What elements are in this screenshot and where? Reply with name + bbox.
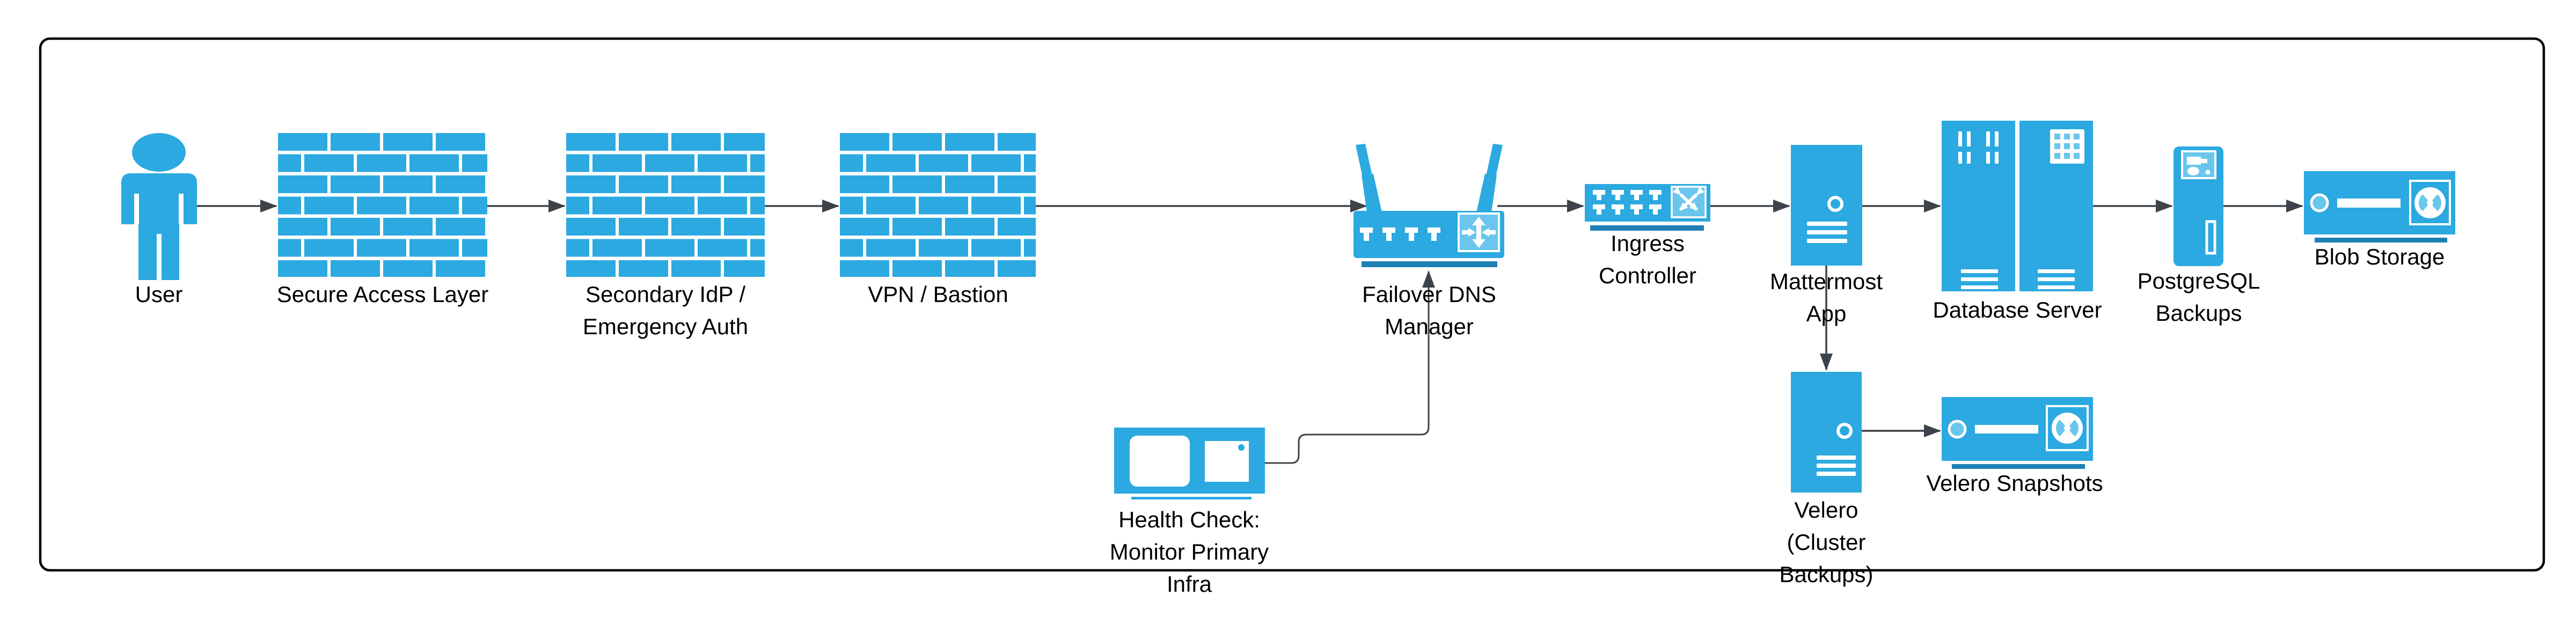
wireless-router-icon bbox=[1353, 144, 1504, 267]
node-label-health-check-3: Infra bbox=[1167, 571, 1212, 597]
node-label-velero-1: Velero bbox=[1794, 497, 1858, 523]
node-label-failover-dns-2: Manager bbox=[1385, 314, 1474, 339]
node-label-secondary-idp-1: Secondary IdP / bbox=[586, 282, 745, 307]
node-label-failover-dns-1: Failover DNS bbox=[1362, 282, 1496, 307]
node-label-mattermost-1: Mattermost bbox=[1770, 269, 1883, 294]
node-label-health-check-1: Health Check: bbox=[1118, 507, 1260, 532]
node-label-ingress-2: Controller bbox=[1599, 263, 1696, 288]
node-label-health-check-2: Monitor Primary bbox=[1110, 539, 1269, 564]
router-ports bbox=[1360, 227, 1440, 241]
node-label-user: User bbox=[135, 282, 183, 307]
node-blob-storage[interactable]: Blob Storage bbox=[2304, 171, 2455, 269]
node-database-server[interactable]: Database Server bbox=[1933, 121, 2102, 322]
diagram-edges bbox=[197, 200, 2303, 464]
node-label-blob-storage: Blob Storage bbox=[2315, 244, 2445, 269]
node-label-postgresql-2: Backups bbox=[2155, 300, 2242, 326]
node-label-database-server: Database Server bbox=[1933, 297, 2102, 322]
switch-ports bbox=[1593, 190, 1662, 215]
tower-server-icon bbox=[1791, 372, 1862, 493]
node-postgresql-backups[interactable]: PostgreSQL Backups bbox=[2138, 146, 2260, 326]
network-switch-icon bbox=[1585, 184, 1710, 231]
node-label-secondary-idp-2: Emergency Auth bbox=[583, 314, 748, 339]
edge-health-check-to-dns-manager bbox=[1265, 270, 1435, 464]
tower-server-icon bbox=[1791, 145, 1862, 266]
backup-server-icon bbox=[2174, 146, 2223, 266]
crossover-arrows-icon bbox=[1672, 187, 1705, 211]
node-label-secure-access-layer: Secure Access Layer bbox=[277, 282, 489, 307]
monitor-icon bbox=[1114, 428, 1265, 499]
node-failover-dns-manager[interactable]: Failover DNS Manager bbox=[1353, 144, 1504, 339]
firewall-icon bbox=[566, 133, 765, 277]
rack-lines bbox=[1961, 269, 2075, 289]
node-mattermost-app[interactable]: Mattermost App bbox=[1770, 145, 1883, 326]
node-user[interactable]: User bbox=[121, 133, 197, 307]
node-velero[interactable]: Velero (Cluster Backups) bbox=[1779, 372, 1874, 587]
firewall-icon bbox=[840, 133, 1036, 277]
node-label-postgresql-1: PostgreSQL bbox=[2138, 268, 2260, 293]
diagram-border bbox=[39, 37, 2545, 572]
node-secure-access-layer[interactable]: Secure Access Layer bbox=[277, 133, 489, 307]
node-health-check[interactable]: Health Check: Monitor Primary Infra bbox=[1110, 428, 1269, 597]
server-rack-icon bbox=[1942, 121, 2093, 291]
rack-grid bbox=[2054, 134, 2080, 159]
node-label-velero-snapshots: Velero Snapshots bbox=[1926, 471, 2103, 496]
firewall-icon bbox=[278, 133, 487, 277]
node-ingress-controller[interactable]: Ingress Controller bbox=[1585, 184, 1710, 288]
node-label-velero-2: (Cluster bbox=[1787, 530, 1865, 555]
node-velero-snapshots[interactable]: Velero Snapshots bbox=[1926, 397, 2103, 496]
node-label-velero-3: Backups) bbox=[1779, 562, 1873, 587]
node-secondary-idp[interactable]: Secondary IdP / Emergency Auth bbox=[566, 133, 765, 339]
node-vpn-bastion[interactable]: VPN / Bastion bbox=[840, 133, 1036, 307]
node-label-vpn-bastion: VPN / Bastion bbox=[868, 282, 1008, 307]
person-icon bbox=[121, 133, 197, 280]
tape-storage-icon bbox=[1942, 397, 2093, 469]
node-label-ingress-1: Ingress bbox=[1611, 231, 1685, 256]
rack-vents bbox=[1958, 131, 1999, 164]
node-label-mattermost-2: App bbox=[1806, 301, 1847, 326]
routing-cross-icon bbox=[1462, 217, 1496, 248]
tape-storage-icon bbox=[2304, 171, 2455, 242]
